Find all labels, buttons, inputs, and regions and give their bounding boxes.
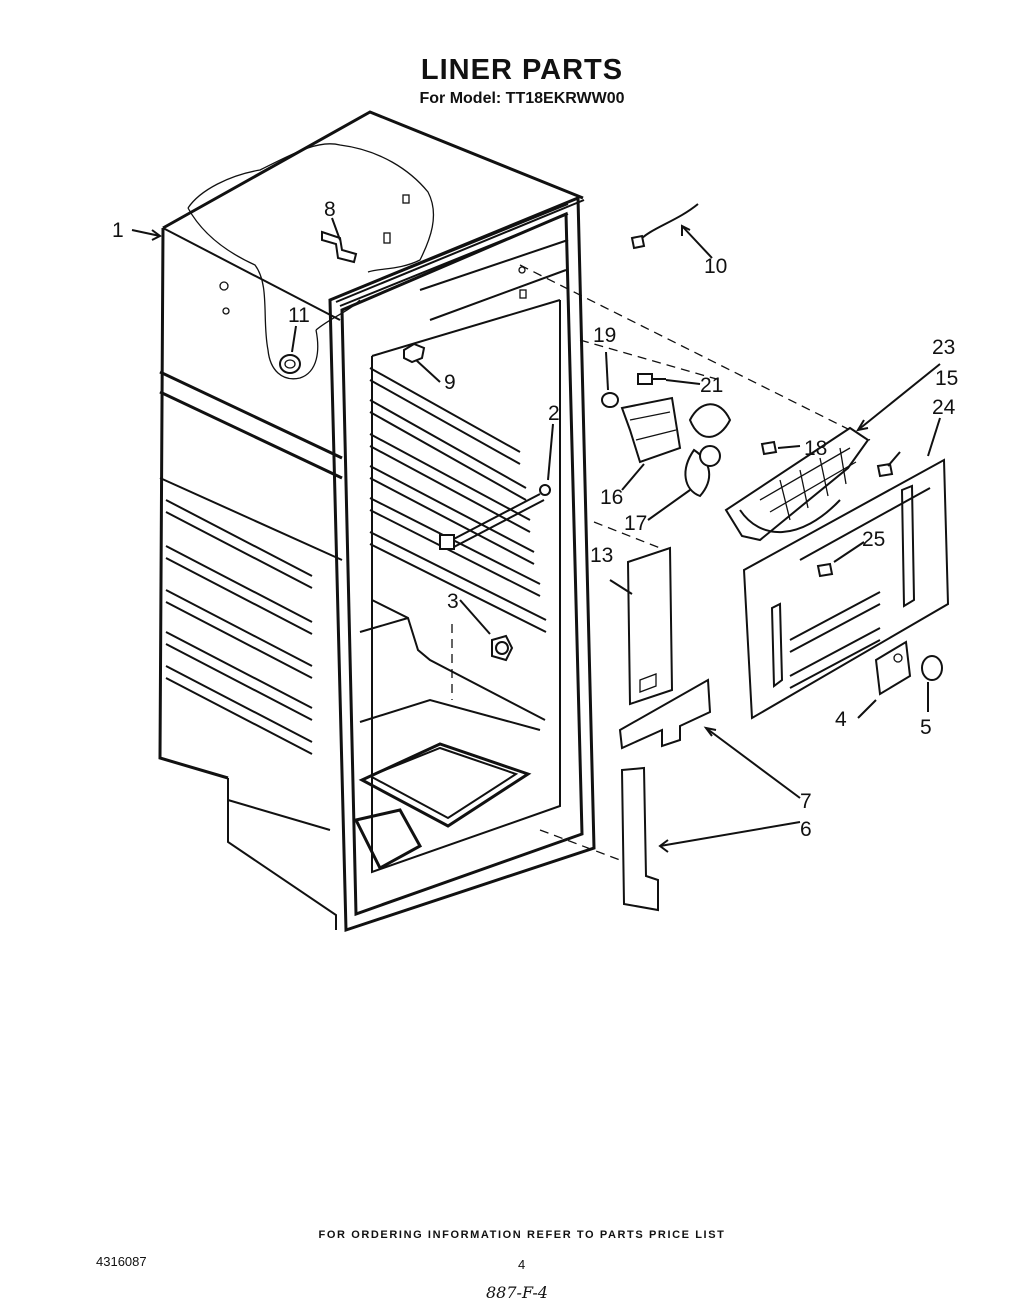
callout-10: 10 xyxy=(704,255,727,278)
callout-2: 2 xyxy=(548,402,560,425)
liner-cabinet-illustration xyxy=(158,110,871,933)
callout-1: 1 xyxy=(112,219,124,242)
callout-8: 8 xyxy=(324,198,336,221)
ordering-note: FOR ORDERING INFORMATION REFER TO PARTS … xyxy=(318,1229,726,1241)
callout-3: 3 xyxy=(447,590,459,613)
model-subtitle: For Model: TT18EKRWW00 xyxy=(419,90,625,107)
callout-23: 23 xyxy=(932,336,955,359)
exploded-parts-illustration xyxy=(601,203,950,912)
callout-19: 19 xyxy=(593,324,616,347)
callout-labels: 1 2 3 4 5 6 7 8 9 10 11 13 15 16 17 18 1… xyxy=(112,198,958,841)
page-number: 4 xyxy=(518,1257,526,1272)
callout-9: 9 xyxy=(444,371,456,394)
callout-21: 21 xyxy=(700,374,723,397)
callout-7: 7 xyxy=(800,790,812,813)
callout-16: 16 xyxy=(600,486,623,509)
leader-lines xyxy=(131,217,941,853)
callout-13: 13 xyxy=(590,544,613,567)
callout-25: 25 xyxy=(862,528,885,551)
callout-4: 4 xyxy=(835,708,847,731)
callout-11: 11 xyxy=(288,304,310,327)
callout-15: 15 xyxy=(935,367,958,390)
callout-5: 5 xyxy=(920,716,932,739)
callout-17: 17 xyxy=(624,512,647,535)
document-number: 4316087 xyxy=(96,1254,147,1269)
callout-18: 18 xyxy=(804,437,827,460)
handwritten-code: 887-F-4 xyxy=(486,1283,548,1302)
page-title: LINER PARTS xyxy=(420,54,624,86)
callout-6: 6 xyxy=(800,818,812,841)
callout-24: 24 xyxy=(932,396,956,419)
